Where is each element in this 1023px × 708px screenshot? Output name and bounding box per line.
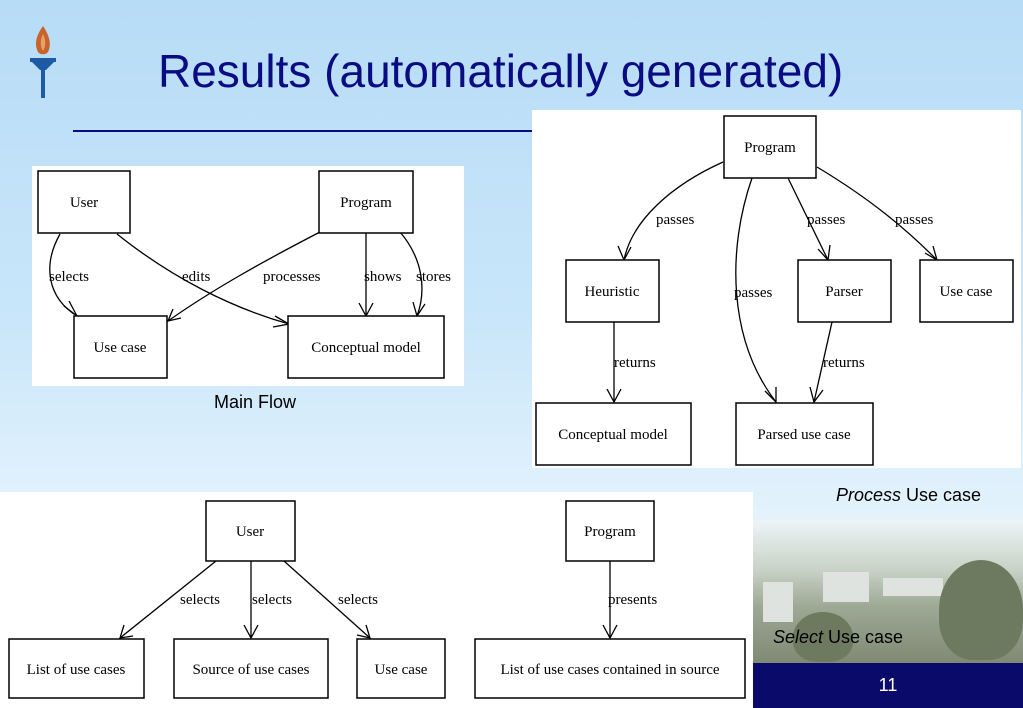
edge-label-passes: passes — [734, 285, 772, 301]
edge-user-selects-list — [119, 560, 217, 639]
caption-select-use-case: Select Use case — [773, 627, 903, 648]
svg-text:Conceptual model: Conceptual model — [558, 427, 668, 443]
node-use-case: Use case — [919, 259, 1014, 323]
footer-bar: 11 — [753, 663, 1023, 708]
svg-text:Use case: Use case — [940, 284, 993, 300]
edge-label-stores: stores — [416, 269, 451, 285]
edge-label-selects: selects — [180, 592, 220, 608]
node-program: Program — [565, 500, 655, 562]
arrowhead — [63, 300, 78, 317]
svg-text:List of use cases: List of use cases — [27, 662, 126, 678]
edge-user-selects-usecase — [283, 560, 371, 639]
svg-text:User: User — [70, 195, 98, 211]
slide-title: Results (automatically generated) — [158, 45, 844, 97]
arrowhead — [606, 388, 622, 404]
caption-process-use-case: Process Use case — [836, 485, 981, 506]
arrowhead — [809, 386, 824, 404]
edge-label-selects: selects — [252, 592, 292, 608]
svg-text:Use case: Use case — [375, 662, 428, 678]
edge-label-returns: returns — [614, 355, 656, 371]
svg-text:Use case: Use case — [94, 340, 147, 356]
process-use-case-diagram: passes passes passes passes returns retu… — [532, 110, 1021, 468]
edge-label-processes: processes — [263, 269, 321, 285]
main-flow-diagram: selects edits processes shows stores Use… — [32, 166, 464, 386]
node-program: Program — [318, 170, 414, 234]
node-use-case: Use case — [73, 315, 168, 379]
edge-program-passes-heuristic — [623, 161, 724, 261]
campus-photo — [753, 520, 1023, 663]
node-list-contained-in-source: List of use cases contained in source — [474, 638, 746, 699]
arrowhead — [243, 624, 259, 640]
edge-label-presents: presents — [608, 592, 657, 608]
node-source-of-use-cases: Source of use cases — [173, 638, 329, 699]
node-parsed-use-case: Parsed use case — [735, 402, 874, 466]
edge-program-stores-conceptual — [399, 231, 423, 317]
main-flow-edges — [49, 231, 426, 328]
arrowhead — [119, 624, 134, 639]
select-use-case-diagram: selects selects selects presents User Pr… — [0, 492, 753, 708]
svg-text:Program: Program — [584, 524, 636, 540]
select-edges — [119, 560, 618, 640]
edge-program-processes-usecase — [167, 231, 321, 322]
torch-logo-icon — [26, 24, 60, 100]
caption-main-flow: Main Flow — [214, 392, 297, 412]
node-conceptual-model: Conceptual model — [287, 315, 445, 379]
title-divider — [73, 130, 533, 132]
node-parser: Parser — [797, 259, 892, 323]
edge-label-returns: returns — [823, 355, 865, 371]
node-user: User — [37, 170, 131, 234]
edge-program-passes-parsed — [735, 177, 777, 403]
caption-process-em: Process — [836, 485, 902, 505]
svg-text:Parsed use case: Parsed use case — [757, 427, 851, 443]
edge-label-passes: passes — [895, 212, 933, 228]
edge-program-passes-usecase — [816, 166, 938, 261]
caption-select-rest: Use case — [823, 627, 904, 647]
caption-select-em: Select — [773, 627, 824, 647]
arrowhead — [764, 387, 777, 404]
node-use-case: Use case — [356, 638, 446, 699]
svg-text:Program: Program — [340, 195, 392, 211]
arrowhead — [617, 245, 632, 262]
svg-text:Conceptual model: Conceptual model — [311, 340, 421, 356]
node-program: Program — [723, 115, 817, 179]
node-heuristic: Heuristic — [565, 259, 660, 323]
edge-label-passes: passes — [656, 212, 694, 228]
edge-label-selects: selects — [338, 592, 378, 608]
node-conceptual-model: Conceptual model — [535, 402, 692, 466]
edge-label-shows: shows — [364, 269, 402, 285]
caption-process-rest: Use case — [901, 485, 982, 505]
svg-text:User: User — [236, 524, 264, 540]
node-user: User — [205, 500, 296, 562]
svg-text:Source of use cases: Source of use cases — [192, 662, 309, 678]
edge-label-selects: selects — [49, 269, 89, 285]
page-number: 11 — [878, 675, 898, 695]
svg-text:List of use cases contained in: List of use cases contained in source — [500, 662, 719, 678]
edge-label-edits: edits — [182, 269, 210, 285]
edge-program-passes-parser — [787, 177, 829, 261]
arrowhead — [166, 308, 182, 322]
arrowhead — [602, 624, 618, 640]
svg-text:Heuristic: Heuristic — [585, 284, 640, 300]
edge-parser-returns-parsed — [813, 321, 833, 403]
svg-text:Parser: Parser — [825, 284, 863, 300]
edge-user-edits-conceptual — [116, 233, 290, 325]
svg-text:Program: Program — [744, 140, 796, 156]
edge-label-passes: passes — [807, 212, 845, 228]
arrowhead — [356, 624, 371, 639]
node-list-of-use-cases: List of use cases — [8, 638, 145, 699]
